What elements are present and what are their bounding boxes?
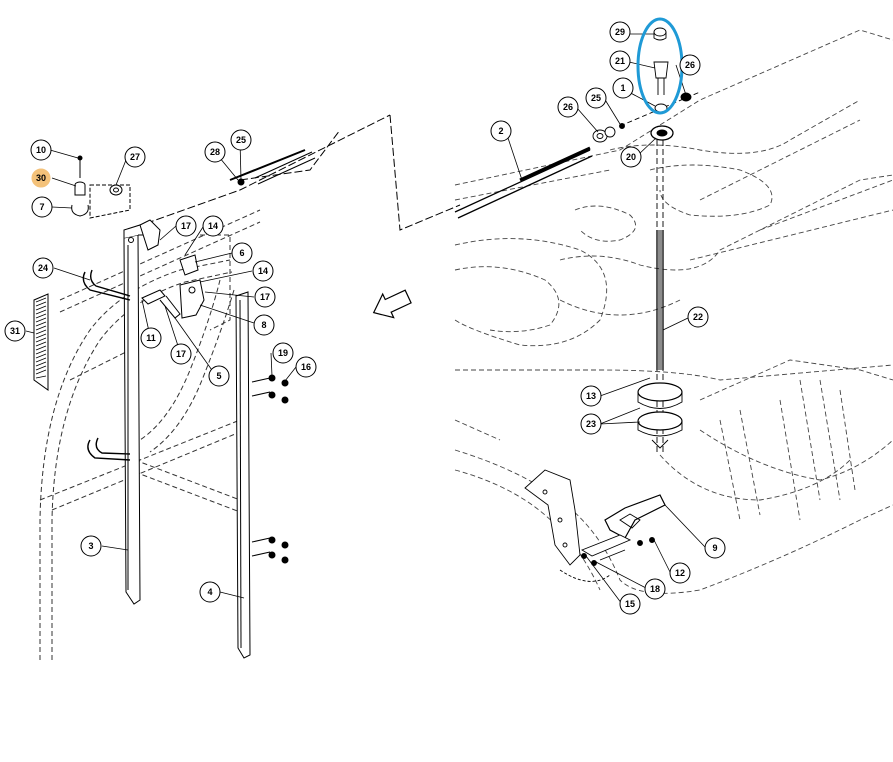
callout-25-left: 25 <box>230 129 252 151</box>
callout-label: 1 <box>620 83 625 93</box>
right-chassis-assembly <box>454 27 893 594</box>
callout-11: 11 <box>140 327 162 349</box>
left-leader-lines <box>25 139 297 599</box>
callout-25-right: 25 <box>585 87 607 109</box>
callout-29: 29 <box>609 21 631 43</box>
callout-17-top: 17 <box>175 215 197 237</box>
callout-9: 9 <box>704 537 726 559</box>
callout-26-left: 26 <box>557 96 579 118</box>
callout-30: 30 <box>30 167 52 189</box>
callout-14-top: 14 <box>202 215 224 237</box>
callout-18: 18 <box>644 578 666 600</box>
callout-label: 17 <box>176 349 186 359</box>
callout-27: 27 <box>124 146 146 168</box>
callout-label: 7 <box>39 202 44 212</box>
callout-16: 16 <box>295 356 317 378</box>
callout-6: 6 <box>231 242 253 264</box>
callout-5: 5 <box>208 365 230 387</box>
callout-label: 9 <box>712 543 717 553</box>
callout-label: 13 <box>586 391 596 401</box>
left-post-assembly <box>33 114 461 660</box>
arrow-down-left-icon <box>372 289 412 319</box>
callout-label: 3 <box>88 541 93 551</box>
callout-label: 30 <box>36 173 46 183</box>
callout-label: 19 <box>278 348 288 358</box>
callout-label: 18 <box>650 584 660 594</box>
callout-label: 21 <box>615 56 625 66</box>
callout-label: 29 <box>615 27 625 37</box>
callout-24: 24 <box>32 257 54 279</box>
right-leader-lines <box>505 33 706 605</box>
callout-17-mid: 17 <box>254 286 276 308</box>
callouts: 10 27 30 7 28 25 17 14 6 24 14 17 8 31 1… <box>4 21 726 615</box>
callout-14-mid: 14 <box>252 260 274 282</box>
callout-3: 3 <box>80 535 102 557</box>
callout-22: 22 <box>687 306 709 328</box>
callout-label: 17 <box>181 221 191 231</box>
callout-23: 23 <box>580 413 602 435</box>
callout-17-low: 17 <box>170 343 192 365</box>
callout-label: 20 <box>626 152 636 162</box>
callout-label: 23 <box>586 419 596 429</box>
callout-label: 22 <box>693 312 703 322</box>
callout-15: 15 <box>619 593 641 615</box>
callout-12: 12 <box>669 562 691 584</box>
callout-label: 17 <box>260 292 270 302</box>
callout-10: 10 <box>30 139 52 161</box>
callout-label: 15 <box>625 599 635 609</box>
callout-21: 21 <box>609 50 631 72</box>
callout-label: 25 <box>236 135 246 145</box>
callout-label: 26 <box>685 60 695 70</box>
callout-28: 28 <box>204 141 226 163</box>
callout-label: 28 <box>210 147 220 157</box>
callout-label: 4 <box>207 587 212 597</box>
callout-label: 26 <box>563 102 573 112</box>
callout-4: 4 <box>199 581 221 603</box>
callout-8: 8 <box>253 314 275 336</box>
callout-label: 8 <box>261 320 266 330</box>
callout-label: 11 <box>146 333 156 343</box>
callout-label: 2 <box>498 126 503 136</box>
callout-label: 31 <box>10 326 20 336</box>
callout-1: 1 <box>612 77 634 99</box>
callout-label: 25 <box>591 93 601 103</box>
callout-label: 6 <box>239 248 244 258</box>
callout-26-right: 26 <box>679 54 701 76</box>
callout-label: 27 <box>130 152 140 162</box>
callout-2: 2 <box>490 120 512 142</box>
callout-label: 5 <box>216 371 221 381</box>
callout-20: 20 <box>620 146 642 168</box>
callout-label: 16 <box>301 362 311 372</box>
callout-19: 19 <box>272 342 294 364</box>
callout-label: 10 <box>36 145 46 155</box>
callout-31: 31 <box>4 320 26 342</box>
callout-7: 7 <box>31 196 53 218</box>
callout-13: 13 <box>580 385 602 407</box>
callout-label: 24 <box>38 263 48 273</box>
callout-label: 12 <box>675 568 685 578</box>
callout-label: 14 <box>208 221 218 231</box>
callout-label: 14 <box>258 266 268 276</box>
